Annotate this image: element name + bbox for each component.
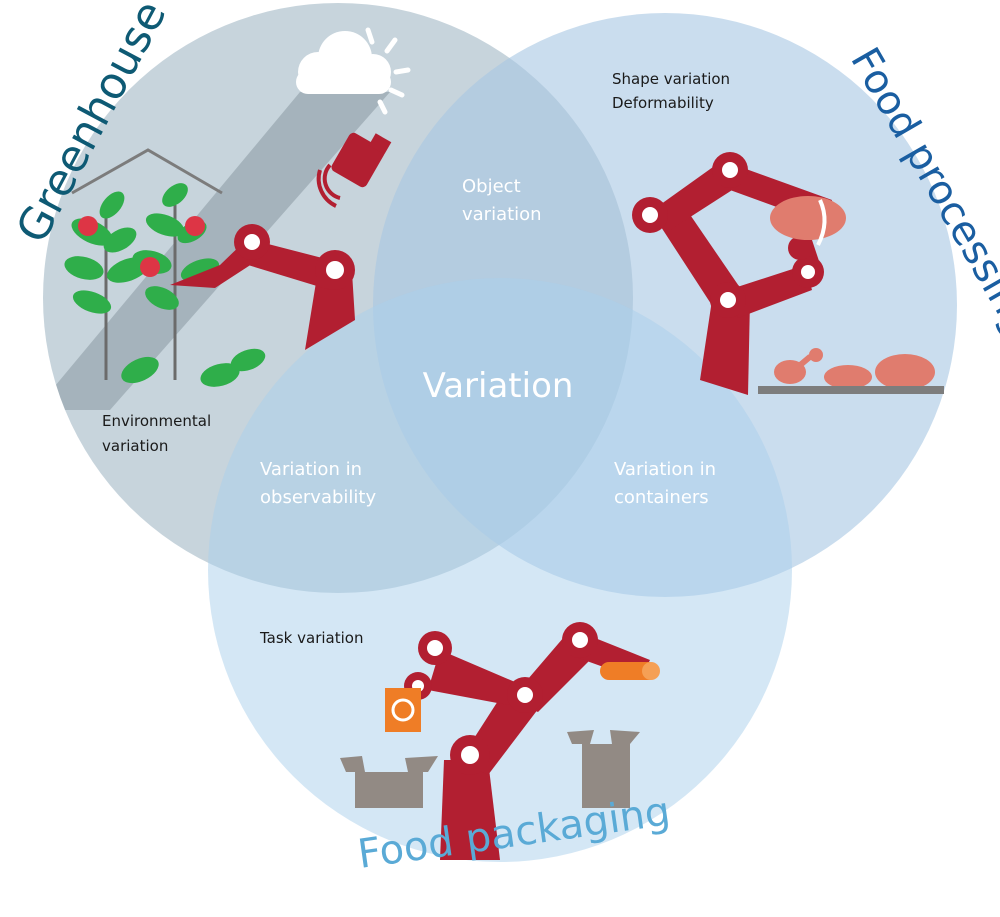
greenhouse-note: Environmental variation	[102, 412, 216, 455]
chicken-icon	[770, 196, 935, 390]
sun-icon	[365, 27, 411, 115]
house-outline-icon	[71, 148, 223, 195]
robot-arm-icon	[632, 152, 832, 395]
observability-label: Variation in observability	[260, 459, 376, 508]
conveyor-belt	[758, 386, 944, 394]
food-processing-note: Shape variation Deformability	[612, 70, 735, 112]
robot-arm-icon	[170, 224, 355, 350]
center-variation-label: Variation	[423, 366, 574, 406]
snack-packet-icon	[385, 688, 421, 732]
box-icon	[340, 756, 438, 808]
cloud-icon	[296, 31, 391, 94]
camera-icon	[316, 132, 392, 208]
sausage-icon	[600, 662, 660, 680]
containers-label: Variation in containers	[614, 459, 722, 508]
tomato-plant-icon	[64, 183, 266, 387]
object-variation-label: Object variation	[462, 176, 542, 225]
food-packaging-note: Task variation	[259, 629, 363, 647]
light-beam	[43, 92, 390, 410]
food-packaging-circle	[208, 278, 792, 862]
box-icon	[567, 730, 640, 808]
